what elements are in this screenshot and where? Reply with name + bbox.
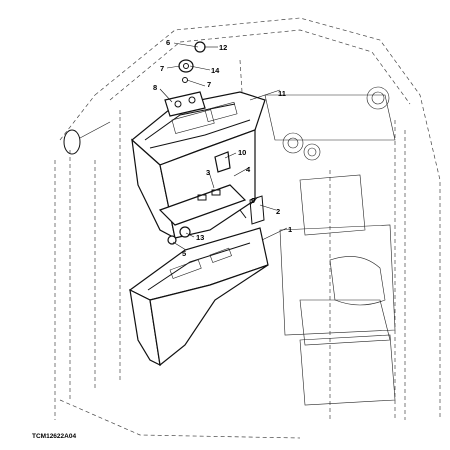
lower-console [128,227,269,367]
gauge-cluster [282,86,390,161]
cab-frame [54,17,441,439]
mirror [63,121,111,155]
callout-2: 2 [276,207,280,216]
knobs [178,41,206,83]
callout-11: 11 [278,89,286,98]
callout-7a: 7 [160,64,164,73]
fasteners [167,195,265,245]
callout-13: 13 [196,233,204,242]
callout-8: 8 [153,83,157,92]
leader-lines [159,42,288,251]
callout-4: 4 [246,165,251,174]
operator-seat [299,256,391,346]
callout-3: 3 [206,168,210,177]
callout-12: 12 [219,43,227,52]
knob-panel [164,91,206,117]
callout-10: 10 [238,148,246,157]
callout-14: 14 [211,66,220,75]
figure-id: TCM12622A04 [32,433,76,440]
callout-1: 1 [288,225,292,234]
switch-plate [158,151,247,226]
callout-6: 6 [166,38,170,47]
callout-labels: 6 12 7 14 8 7 11 10 4 3 9 2 13 5 1 [153,38,292,258]
callout-9: 9 [251,196,255,205]
callout-5: 5 [182,249,186,258]
callout-7b: 7 [207,80,211,89]
